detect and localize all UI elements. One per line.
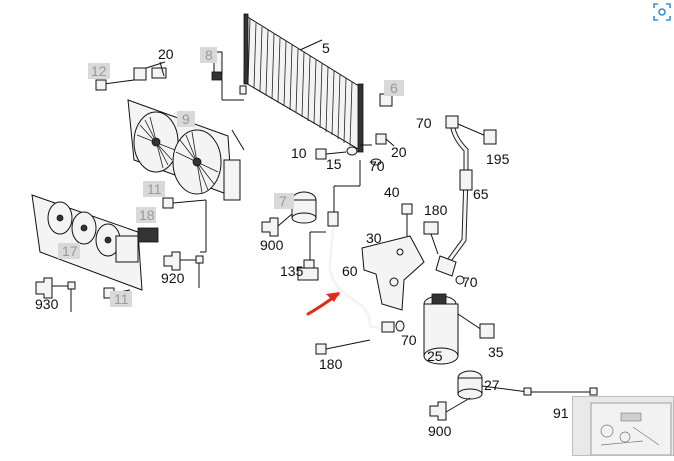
callout-15: 15: [326, 156, 342, 172]
callout-17: 17: [62, 243, 78, 259]
callout-180-upper: 180: [424, 202, 448, 218]
callout-20-right: 20: [391, 144, 407, 160]
callout-10: 10: [291, 145, 307, 161]
callout-180-lower: 180: [319, 356, 343, 372]
scan-icon[interactable]: [652, 2, 672, 22]
callout-900-top: 900: [260, 237, 284, 253]
connector-930: [35, 277, 76, 312]
callout-135: 135: [280, 263, 304, 279]
callout-18: 18: [139, 207, 155, 223]
callout-8: 8: [205, 47, 213, 63]
receiver-dryer: [423, 275, 495, 365]
refrigerant-line: [327, 211, 405, 333]
callout-70-top: 70: [416, 115, 432, 131]
callout-30: 30: [366, 230, 382, 246]
bolt-20: [159, 61, 165, 77]
connector-135: [297, 231, 326, 281]
callout-12: 12: [91, 63, 107, 79]
connector-920: [163, 251, 204, 288]
callout-7: 7: [279, 193, 287, 209]
callout-9: 9: [182, 111, 190, 127]
cap-180: [423, 221, 439, 255]
fan-shroud: [127, 99, 245, 201]
callout-40: 40: [384, 184, 400, 200]
callout-930: 930: [35, 296, 59, 312]
bolt-10: [315, 144, 372, 160]
callout-25: 25: [427, 348, 443, 364]
callout-60: 60: [342, 263, 358, 279]
callout-70-lower: 70: [401, 332, 417, 348]
callout-65: 65: [473, 186, 489, 202]
callout-11-upper: 11: [147, 181, 162, 197]
callout-70-mid: 70: [369, 158, 385, 174]
overview-thumbnail[interactable]: [572, 396, 674, 456]
callout-6: 6: [390, 80, 398, 96]
callout-11-lower: 11: [114, 291, 129, 307]
callout-900-bottom: 900: [428, 423, 452, 439]
sealing-ring: [333, 158, 382, 212]
callout-5: 5: [322, 40, 330, 56]
callout-920: 920: [161, 270, 185, 286]
red-arrow-icon: [306, 292, 340, 316]
callout-91: 91: [553, 405, 569, 421]
condenser: [243, 13, 364, 153]
bolt-20-right: [375, 133, 395, 147]
bolt-180-lower: [315, 339, 371, 355]
callout-195: 195: [486, 151, 510, 167]
temperature-sensor: [429, 370, 598, 421]
callout-27: 27: [484, 377, 500, 393]
bracket: [361, 203, 425, 311]
callout-20: 20: [158, 46, 174, 62]
pressure-line: [435, 115, 497, 277]
callout-35: 35: [488, 344, 504, 360]
callout-70-right: 70: [462, 274, 478, 290]
